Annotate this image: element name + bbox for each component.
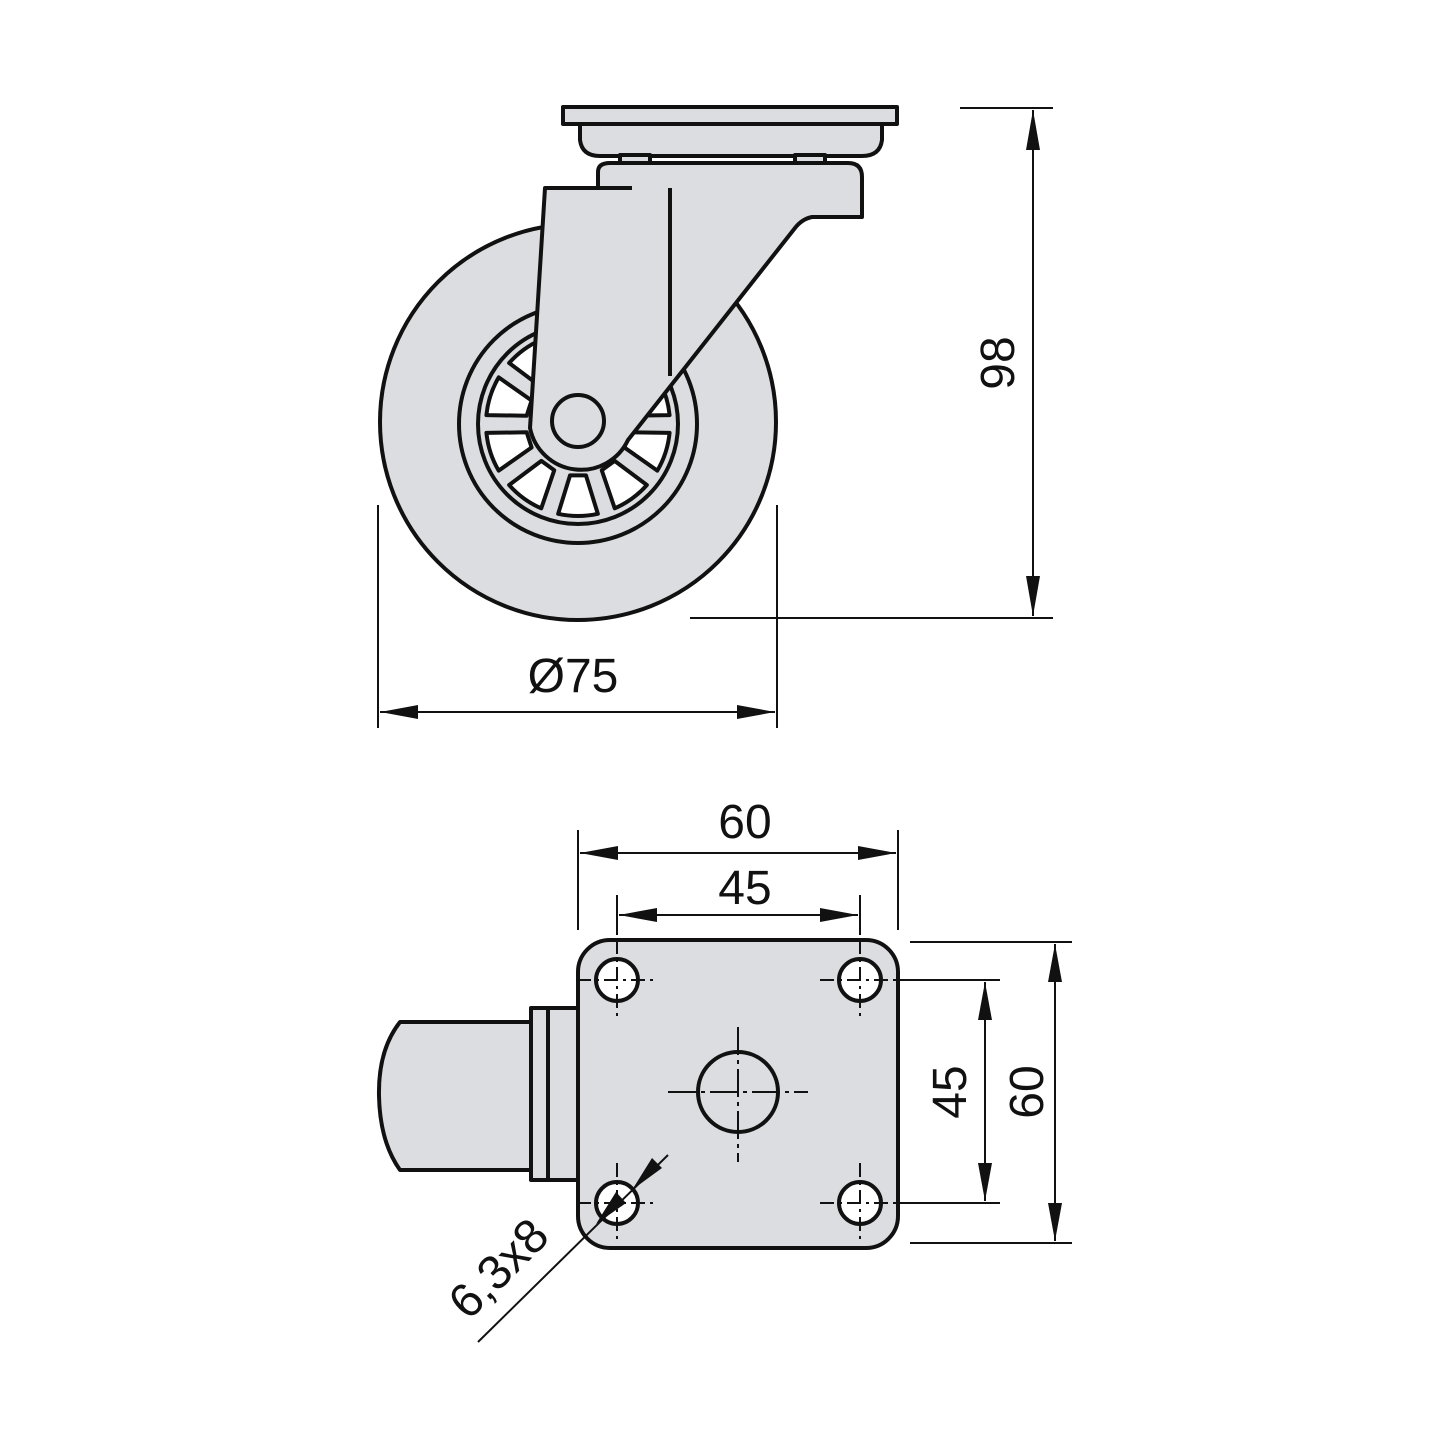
arrow-icon [580,846,618,860]
hole-width-label: 45 [718,862,771,915]
height-label: 98 [972,336,1025,389]
spoke-gap [484,375,534,418]
diameter-label: Ø75 [528,650,619,703]
hole-height-label: 45 [924,1065,977,1118]
arrow-icon [619,908,657,922]
arrow-icon [858,846,896,860]
arrow-icon [978,982,992,1020]
arrow-icon [737,705,775,719]
arrow-icon [632,1158,662,1190]
swivel-fork [528,161,864,472]
mounting-plate [561,105,899,126]
spoke-gap [599,458,649,511]
arrow-icon [1026,110,1040,150]
fork-edge-inner [546,1006,580,1182]
arrow-icon [1048,1203,1062,1241]
slot-size-label: 6,3x8 [439,1209,560,1330]
axle [550,393,606,449]
arrow-icon [820,908,858,922]
plate-height-label: 60 [1001,1065,1054,1118]
side-view: 98 Ø75 [377,105,1053,728]
arrow-icon [596,1192,626,1224]
arrow-icon [380,705,418,719]
arrow-icon [1048,944,1062,982]
wheel-top-view [376,1020,534,1172]
spoke-gap [556,473,600,518]
spoke-gap [484,430,534,473]
spoke-gap [507,458,557,511]
plate-width-label: 60 [718,796,771,849]
fork-edge-outer [529,1006,550,1182]
plate-dish [578,122,884,158]
spoke-gap [622,430,672,473]
top-view: 60 45 45 60 6,3x8 [376,796,1072,1343]
arrow-icon [1026,576,1040,616]
arrow-icon [978,1163,992,1201]
